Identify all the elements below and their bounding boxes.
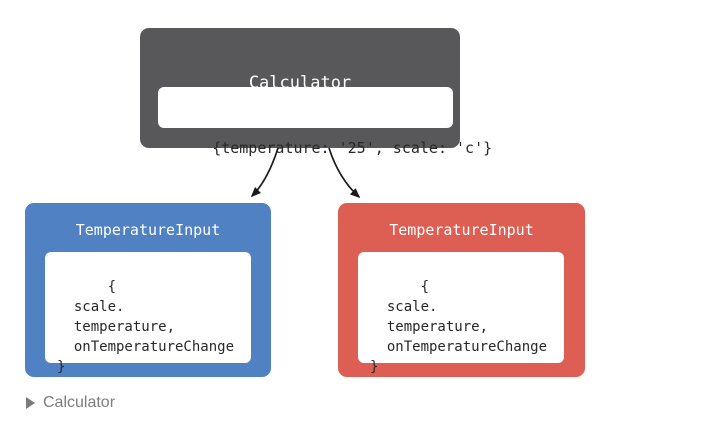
calculator-node: Calculator {temperature: '25', scale: 'c… [140, 28, 492, 157]
disclosure-triangle-icon[interactable] [26, 397, 35, 409]
temperature-input-node-right: TemperatureInput { scale. temperature, o… [338, 203, 585, 377]
tree-item-calculator[interactable]: Calculator [26, 394, 115, 412]
temperature-input-left-props-text: { scale. temperature, onTemperatureChang… [57, 279, 235, 375]
tree-item-label: Calculator [43, 394, 116, 411]
temperature-input-left-title: TemperatureInput [75, 221, 221, 239]
calculator-state-text: {temperature: '25', scale: 'c'} [212, 139, 493, 157]
temperature-input-right-props-text: { scale. temperature, onTemperatureChang… [370, 279, 548, 375]
temperature-input-right-title: TemperatureInput [389, 221, 534, 239]
temperature-input-node-left: TemperatureInput { scale. temperature, o… [25, 203, 271, 377]
calculator-state-box: {temperature: '25', scale: 'c'} [158, 87, 492, 157]
temperature-input-left-props-box: { scale. temperature, onTemperatureChang… [45, 252, 251, 375]
temperature-input-right-props-box: { scale. temperature, onTemperatureChang… [358, 252, 564, 375]
